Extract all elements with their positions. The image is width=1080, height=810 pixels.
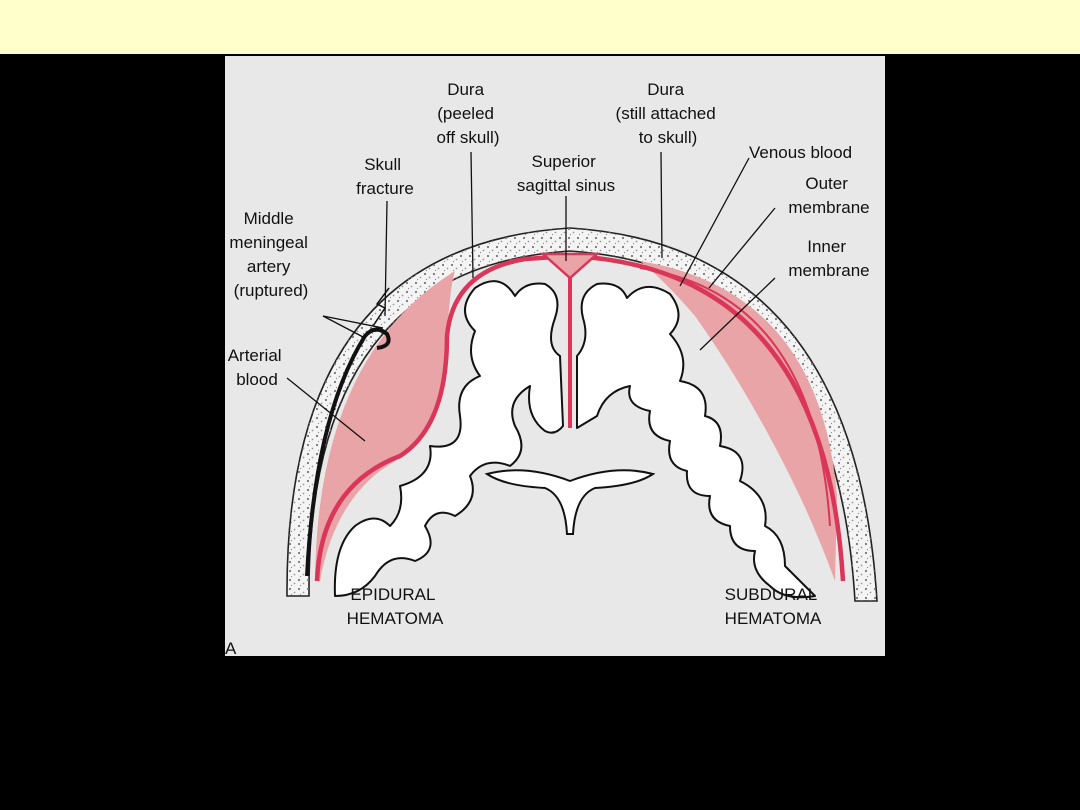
leader-arterial-blood — [286, 377, 366, 442]
leader-dura-attached — [660, 151, 663, 259]
label-outer-membrane: Outer membrane — [788, 174, 869, 217]
brain-right-hemisphere — [576, 282, 816, 599]
label-superior-sinus: Superior sagittal sinus — [517, 152, 615, 195]
leader-outer-membrane — [708, 207, 776, 289]
label-dura-attached: Dura (still attached to skull) — [616, 80, 721, 147]
diagram-svg: Middle meningeal artery (ruptured) Arter… — [225, 80, 878, 656]
leader-venous-blood — [679, 157, 750, 287]
label-subdural: SUBDURAL HEMATOMA — [725, 585, 822, 628]
superior-sagittal-sinus — [539, 252, 601, 280]
label-skull-fracture: Skull fracture — [356, 155, 414, 198]
brain-left-hemisphere — [333, 280, 564, 597]
hematoma-diagram: Middle meningeal artery (ruptured) Arter… — [225, 56, 885, 656]
leader-inner-membrane — [699, 277, 776, 351]
label-inner-membrane: Inner membrane — [788, 237, 869, 280]
label-dura-peeled: Dura (peeled off skull) — [437, 80, 500, 147]
dura-peeled-line — [314, 253, 571, 582]
subdural-hematoma — [640, 261, 837, 581]
label-arterial-blood: Arterial blood — [228, 346, 287, 389]
label-venous-blood: Venous blood — [749, 143, 852, 162]
dura-attached-line — [569, 253, 846, 582]
leader-artery-1 — [322, 315, 366, 339]
label-middle-meningeal: Middle meningeal artery (ruptured) — [229, 209, 312, 300]
label-epidural: EPIDURAL HEMATOMA — [347, 585, 444, 628]
leader-artery-2 — [322, 315, 384, 329]
panel-letter: A — [225, 639, 237, 656]
epidural-hematoma — [315, 271, 455, 581]
meningeal-artery — [305, 327, 391, 577]
leader-dura-peeled — [470, 151, 474, 279]
skull-fracture-mark — [372, 287, 390, 327]
leader-skull-fracture — [384, 200, 388, 317]
ventricle — [484, 469, 656, 535]
slide-title-bar — [0, 0, 1080, 54]
